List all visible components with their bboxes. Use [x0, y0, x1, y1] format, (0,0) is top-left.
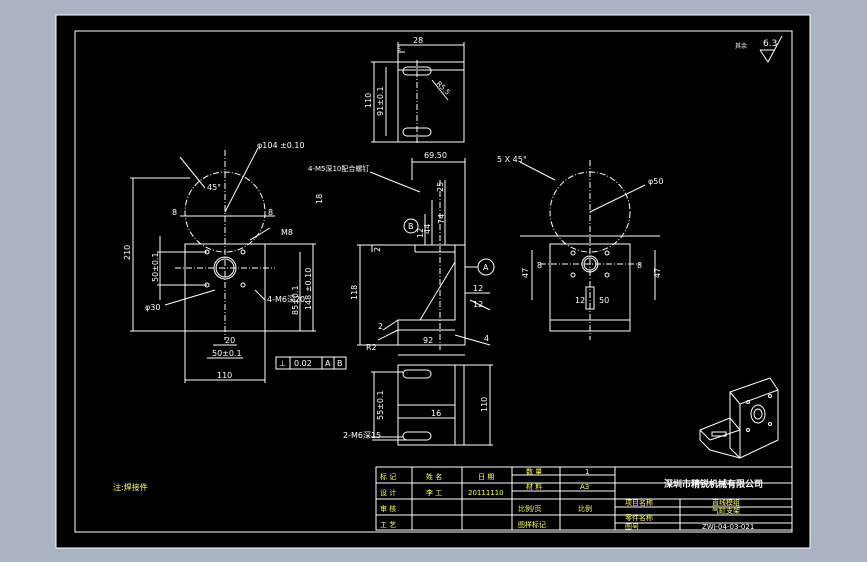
svg-text:材 料: 材 料 [526, 482, 542, 491]
left-view [130, 147, 316, 383]
top-offset-dim: 6 [397, 46, 401, 53]
left-thread: M8 [281, 228, 293, 237]
left-bore: φ30 [145, 303, 160, 312]
svg-text:审 核: 审 核 [380, 504, 396, 513]
right-d47b: 47 [653, 268, 662, 278]
top-view [371, 42, 465, 145]
svg-text:数 量: 数 量 [526, 467, 542, 476]
svg-text:1: 1 [585, 468, 589, 476]
left-circle-dia: φ104 ±0.10 [257, 141, 305, 150]
top-h-outer: 110 [364, 93, 373, 108]
svg-text:零件名称: 零件名称 [625, 513, 653, 522]
bottom-holes: 2-M6深15 [343, 431, 381, 440]
svg-text:其余: 其余 [735, 42, 747, 50]
svg-text:6.3: 6.3 [763, 39, 777, 49]
svg-text:图号: 图号 [625, 523, 639, 531]
left-h-pitch: 85±0.1 [291, 285, 300, 315]
svg-text:标 记: 标 记 [380, 472, 396, 481]
left-holes: 4-M6深20 [267, 295, 305, 304]
svg-text:气缸支架: 气缸支架 [712, 506, 740, 515]
svg-text:20111110: 20111110 [468, 489, 504, 497]
top-h-inner: 91±0.1 [376, 86, 385, 116]
right-chamfer: 5 X 45° [497, 155, 527, 164]
right-d50: 50 [599, 296, 609, 305]
right-d12: 12 [575, 296, 585, 305]
top-w-dim: 28 [413, 36, 423, 45]
right-d47a: 47 [521, 268, 530, 278]
front-d12a: 12 [416, 228, 425, 238]
front-view [357, 158, 491, 356]
bottom-d16: 16 [431, 409, 441, 418]
front-d4: 4 [484, 334, 489, 343]
left-w-hole: 50±0.1 [212, 349, 242, 358]
front-d2: 2 [373, 247, 382, 252]
front-h118: 118 [350, 285, 359, 300]
isometric-view [699, 377, 779, 459]
svg-text:李 工: 李 工 [426, 488, 442, 497]
drawing-border [74, 30, 793, 533]
front-d2b: 2 [378, 322, 383, 331]
bottom-view [371, 364, 493, 446]
title-block [375, 466, 793, 531]
svg-text:比例: 比例 [578, 504, 592, 513]
front-d12c: 12 [473, 300, 483, 309]
front-d74: 74 [437, 214, 446, 224]
svg-text:A: A [325, 359, 331, 368]
right-view [519, 160, 660, 340]
drawing-sheet [55, 14, 811, 549]
right-d8a: 8 [537, 261, 542, 270]
left-w2: 8 [268, 208, 273, 217]
left-angle: 45° [207, 183, 221, 192]
bottom-h-inner: 55±0.1 [376, 390, 385, 420]
roughness-symbol: 其余 6.3 [735, 35, 783, 63]
front-d12b: 12 [473, 284, 483, 293]
left-h-total: 148 ±0.10 [304, 268, 313, 310]
svg-text:直线模组: 直线模组 [712, 498, 740, 507]
left-h-outer: 210 [123, 245, 132, 260]
svg-text:日 期: 日 期 [478, 473, 494, 481]
left-h-mid: 50±0.1 [151, 252, 160, 282]
left-offset: 18 [315, 194, 324, 204]
svg-text:A3: A3 [580, 483, 589, 491]
left-w: 8 [172, 208, 177, 217]
tolerance-frame: ⊥ 0.02 A B [275, 356, 347, 370]
front-d44: 44 [423, 224, 432, 234]
left-w-slot: 20 [225, 336, 235, 345]
right-d8b: 8 [637, 261, 642, 270]
note-text: 注:焊接件 [113, 482, 148, 492]
front-r2: R2 [366, 343, 377, 352]
drawing-number: ZWJ-04-03-021 [702, 523, 754, 531]
svg-text:B: B [408, 222, 414, 231]
bottom-h-outer: 110 [480, 397, 489, 412]
svg-text:0.02: 0.02 [294, 359, 312, 368]
svg-text:姓 名: 姓 名 [426, 472, 442, 481]
left-w-total: 110 [217, 371, 232, 380]
svg-text:⊥: ⊥ [279, 359, 286, 368]
svg-text:工 艺: 工 艺 [380, 521, 396, 529]
front-d25: 25 [436, 182, 445, 192]
svg-text:项目名称: 项目名称 [625, 498, 653, 507]
svg-text:图样标记: 图样标记 [518, 520, 546, 529]
front-holes-label: 4-M5深10配合螺钉 [308, 164, 369, 173]
company-name: 深圳市精锐机械有限公司 [664, 478, 763, 490]
right-dia: φ50 [648, 177, 663, 186]
svg-text:比例/页: 比例/页 [518, 504, 541, 513]
front-w92: 92 [423, 336, 433, 345]
svg-text:A: A [483, 263, 489, 272]
svg-text:B: B [337, 359, 343, 368]
front-bubble-b: B [403, 218, 419, 234]
svg-text:设 计: 设 计 [380, 488, 396, 497]
front-dim-top: 69.50 [424, 151, 447, 160]
